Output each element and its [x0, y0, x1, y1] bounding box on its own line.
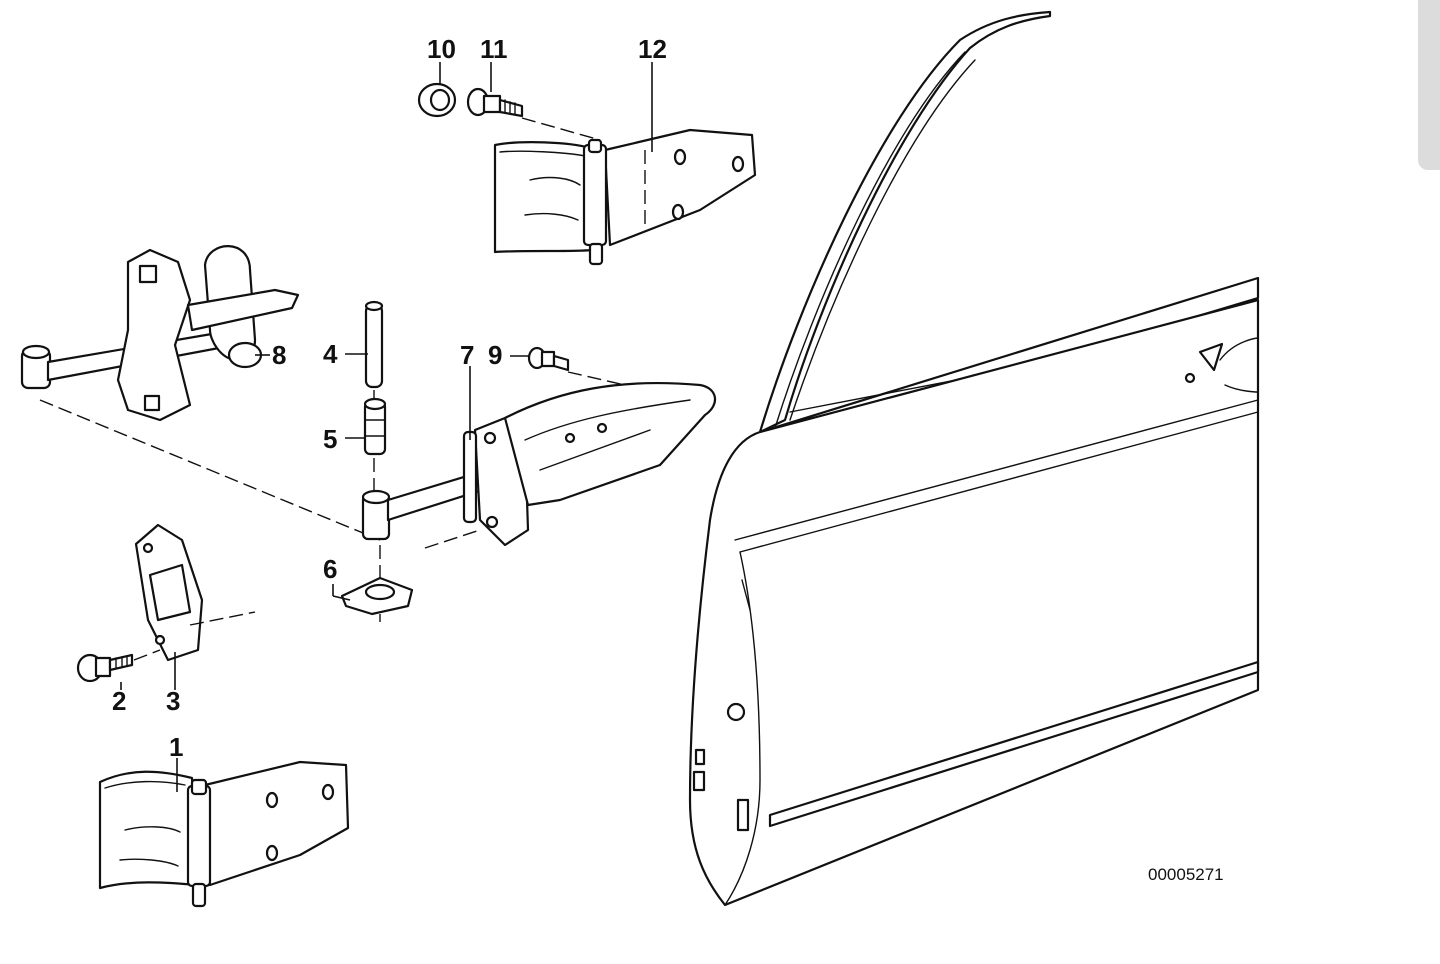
diagram-reference-number: 00005271 [1148, 865, 1224, 884]
callout-4: 4 [323, 339, 338, 369]
upper-hinge-part-12 [493, 128, 757, 266]
callout-9: 9 [488, 340, 502, 370]
pin-part-4 [364, 300, 384, 389]
bolt-part-2 [76, 653, 134, 683]
mount-plate-part-3 [134, 523, 204, 662]
callout-12: 12 [638, 34, 667, 64]
callout-8: 8 [272, 340, 286, 370]
callout-labels: 10 11 12 4 7 9 8 5 6 2 3 1 [112, 34, 667, 762]
callout-1: 1 [169, 732, 183, 762]
callout-11: 11 [480, 34, 508, 64]
bolt-part-11 [466, 87, 524, 118]
callout-5: 5 [323, 424, 337, 454]
callout-10: 10 [427, 34, 456, 64]
scrollbar-tab[interactable] [1418, 0, 1440, 170]
bolt-part-9 [527, 346, 570, 372]
door-panel [688, 10, 1260, 907]
check-strap-part-8 [20, 245, 300, 422]
check-arm-part-7 [361, 381, 716, 547]
stop-plate-part-6 [340, 576, 414, 616]
leader-lines [120, 62, 653, 792]
bushing-part-5 [363, 397, 387, 456]
callout-3: 3 [166, 686, 180, 716]
lower-hinge-part-1 [98, 760, 350, 908]
callout-7: 7 [460, 340, 474, 370]
cap-part-10 [417, 82, 457, 118]
callout-6: 6 [323, 554, 337, 584]
callout-2: 2 [112, 686, 126, 716]
